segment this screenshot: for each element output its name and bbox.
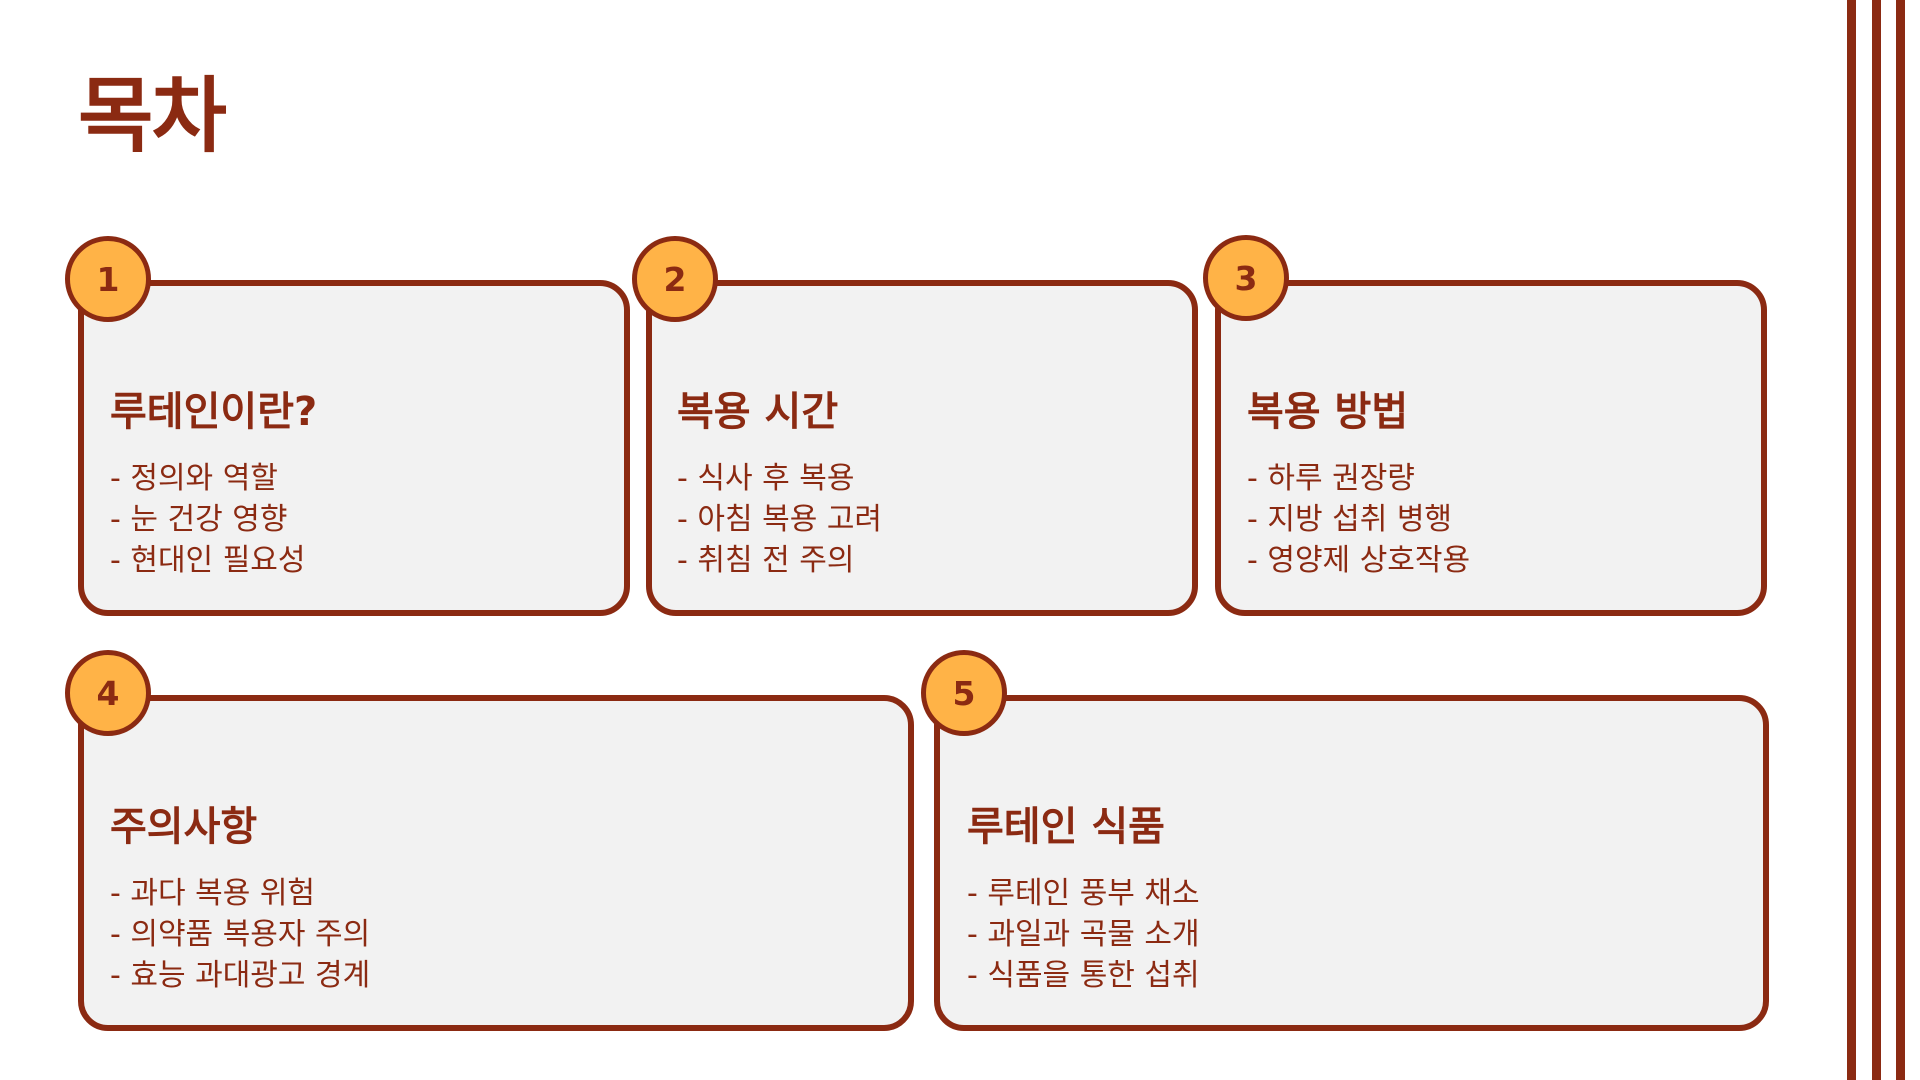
toc-card-items: - 과다 복용 위험 - 의약품 복용자 주의 - 효능 과대광고 경계 bbox=[110, 873, 370, 996]
toc-card-4 bbox=[78, 695, 914, 1031]
toc-item: - 과일과 곡물 소개 bbox=[967, 917, 1200, 952]
toc-card-title: 루테인 식품 bbox=[967, 804, 1165, 850]
decorative-stripe bbox=[1847, 0, 1856, 1080]
number-badge: 2 bbox=[632, 236, 718, 322]
toc-item: - 식품을 통한 섭취 bbox=[967, 958, 1200, 993]
toc-item: - 취침 전 주의 bbox=[677, 543, 855, 578]
toc-item: - 아침 복용 고려 bbox=[677, 502, 883, 537]
toc-item: - 루테인 풍부 채소 bbox=[967, 876, 1200, 911]
decorative-stripe bbox=[1872, 0, 1881, 1080]
toc-item: - 의약품 복용자 주의 bbox=[110, 917, 371, 952]
toc-card-items: - 하루 권장량 - 지방 섭취 병행 - 영양제 상호작용 bbox=[1247, 458, 1470, 581]
toc-item: - 정의와 역할 bbox=[110, 461, 278, 496]
toc-item: - 지방 섭취 병행 bbox=[1247, 502, 1453, 537]
number-badge: 3 bbox=[1203, 235, 1289, 321]
toc-card-items: - 루테인 풍부 채소 - 과일과 곡물 소개 - 식품을 통한 섭취 bbox=[967, 873, 1200, 996]
toc-card-title: 복용 시간 bbox=[677, 389, 839, 435]
page-title: 목차 bbox=[78, 69, 227, 164]
toc-item: - 과다 복용 위험 bbox=[110, 876, 316, 911]
toc-item: - 하루 권장량 bbox=[1247, 461, 1415, 496]
toc-item: - 효능 과대광고 경계 bbox=[110, 958, 371, 993]
toc-card-title: 복용 방법 bbox=[1247, 389, 1409, 435]
number-badge: 5 bbox=[921, 650, 1007, 736]
toc-item: - 영양제 상호작용 bbox=[1247, 543, 1471, 578]
toc-card-items: - 식사 후 복용 - 아침 복용 고려 - 취침 전 주의 bbox=[677, 458, 882, 581]
toc-card-2 bbox=[646, 280, 1198, 616]
toc-item: - 눈 건강 영향 bbox=[110, 502, 288, 537]
number-badge: 1 bbox=[65, 236, 151, 322]
toc-item: - 현대인 필요성 bbox=[110, 543, 306, 578]
number-badge: 4 bbox=[65, 650, 151, 736]
toc-card-items: - 정의와 역할 - 눈 건강 영향 - 현대인 필요성 bbox=[110, 458, 306, 581]
toc-card-5 bbox=[934, 695, 1769, 1031]
toc-card-1 bbox=[78, 280, 630, 616]
toc-card-3 bbox=[1215, 280, 1767, 616]
toc-card-title: 루테인이란? bbox=[110, 389, 318, 435]
toc-card-title: 주의사항 bbox=[110, 804, 258, 850]
decorative-stripe bbox=[1896, 0, 1905, 1080]
toc-item: - 식사 후 복용 bbox=[677, 461, 855, 496]
